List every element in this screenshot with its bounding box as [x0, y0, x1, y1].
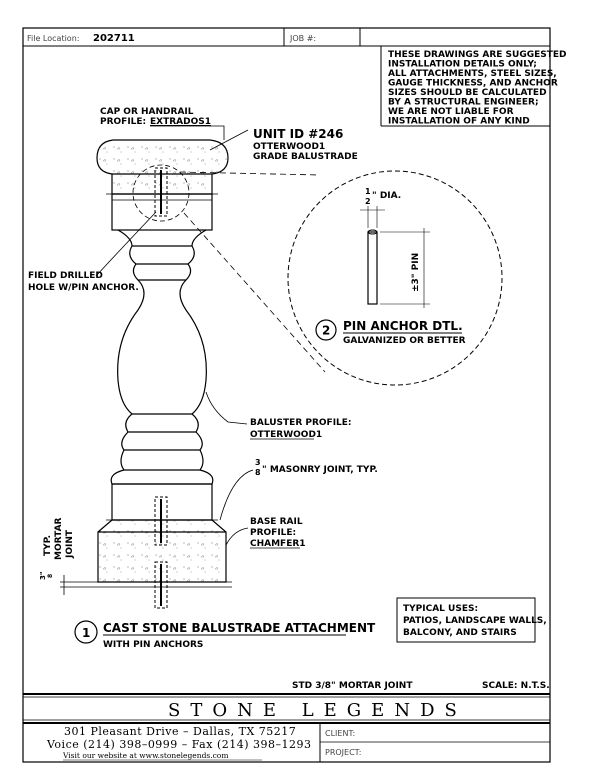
pin-anchor-detail-circle — [287, 170, 503, 386]
unit-grade: GRADE BALUSTRADE — [253, 152, 358, 162]
typical-uses-title: TYPICAL USES: — [403, 604, 478, 614]
detail-2-bubble — [315, 319, 337, 341]
disclaimer-line: THESE DRAWINGS ARE SUGGESTED — [388, 50, 566, 60]
unit-profile-name: OTTERWOOD1 — [253, 142, 325, 152]
top-pin-anchor — [154, 167, 168, 217]
mortar-dim-denominator: 8 — [47, 574, 54, 578]
dia-denominator: 2 — [365, 197, 371, 206]
mortar-label-line2: MORTAR — [54, 517, 64, 560]
footer-phone: Voice (214) 398–0999 – Fax (214) 398–129… — [46, 738, 312, 751]
base-rail-line1: BASE RAIL — [250, 517, 303, 527]
main-title: CAST STONE BALUSTRADE ATTACHMENT — [103, 621, 376, 635]
project-label: PROJECT: — [325, 748, 361, 757]
title-block: STONE LEGENDS 301 Pleasant Drive – Dalla… — [23, 693, 550, 762]
mid-pin-anchor — [154, 496, 168, 546]
masonry-joint-label: " MASONRY JOINT, TYP. — [262, 465, 378, 475]
disclaimer-line: SIZES SHOULD BE CALCULATED — [388, 88, 547, 98]
client-label: CLIENT: — [325, 729, 355, 738]
detail-callout-circle — [132, 164, 190, 222]
typical-uses-line2: BALCONY, AND STAIRS — [403, 628, 517, 638]
footer-website: Visit our website at www.stonelegends.co… — [62, 751, 228, 760]
typical-uses-box — [396, 597, 536, 643]
mortar-label-line3: JOINT — [65, 529, 75, 559]
pin-anchor-detail-title: PIN ANCHOR DTL. — [343, 319, 463, 333]
scale-label: SCALE: N.T.S. — [482, 681, 550, 691]
disclaimer-line: INSTALLATION DETAILS ONLY; — [388, 60, 537, 70]
file-location-label: File Location: — [27, 34, 79, 43]
cap-label-line1: CAP OR HANDRAIL — [100, 107, 194, 117]
balustrade-elevation — [60, 139, 232, 588]
disclaimer-box: THESE DRAWINGS ARE SUGGESTED INSTALLATIO… — [380, 46, 566, 127]
cap-profile-name: EXTRADOS1 — [150, 117, 211, 127]
masonry-denominator: 8 — [255, 468, 261, 477]
pin-length-label: ±3" PIN — [411, 253, 421, 292]
baluster-profile-name: OTTERWOOD1 — [250, 430, 322, 440]
mortar-label-line1: TYP. — [43, 535, 53, 556]
detail-1-number: 1 — [82, 626, 90, 640]
masonry-numerator: 3 — [255, 458, 261, 467]
dia-label: " DIA. — [372, 191, 401, 201]
file-location-value: 202711 — [93, 33, 135, 44]
field-drilled-line2: HOLE W/PIN ANCHOR. — [28, 283, 139, 293]
disclaimer-line: INSTALLATION OF ANY KIND — [388, 117, 530, 127]
base-rail-name: CHAMFER1 — [250, 539, 306, 549]
bottom-pin-anchor — [154, 561, 168, 609]
cap-handrail — [96, 139, 229, 195]
detail-2-number: 2 — [322, 324, 330, 338]
disclaimer-line: ALL ATTACHMENTS, STEEL SIZES, — [388, 69, 557, 79]
field-drilled-line1: FIELD DRILLED — [28, 271, 103, 281]
job-label: JOB #: — [289, 34, 316, 43]
disclaimer-line: BY A STRUCTURAL ENGINEER; — [388, 98, 539, 108]
mortar-dim-label: 3" — [39, 571, 47, 580]
baluster-profile-label: BALUSTER PROFILE: — [250, 418, 352, 428]
footer-address: 301 Pleasant Drive – Dallas, TX 75217 — [64, 725, 296, 738]
typical-uses-line1: PATIOS, LANDSCAPE WALLS, — [403, 616, 547, 626]
dia-numerator: 1 — [365, 187, 371, 196]
pin-detail-drawing — [360, 206, 430, 308]
cap-label-prefix: PROFILE: — [100, 117, 146, 127]
pin-anchor-detail-subtitle: GALVANIZED OR BETTER — [343, 336, 466, 346]
sheet-border — [22, 27, 551, 763]
std-mortar-joint: STD 3/8" MORTAR JOINT — [292, 681, 413, 691]
pin-anchors — [154, 167, 168, 609]
main-subtitle: WITH PIN ANCHORS — [103, 640, 203, 650]
base-rail-line2: PROFILE: — [250, 528, 296, 538]
baluster-belly — [117, 279, 207, 415]
header-bar: File Location: 202711 JOB #: — [23, 28, 550, 47]
detail-1-bubble — [74, 620, 98, 644]
unit-id-label: UNIT ID #246 — [253, 127, 343, 141]
brand-name: STONE LEGENDS — [168, 700, 467, 721]
disclaimer-line: GAUGE THICKNESS, AND ANCHOR — [388, 79, 558, 89]
disclaimer-line: WE ARE NOT LIABLE FOR — [388, 107, 514, 117]
